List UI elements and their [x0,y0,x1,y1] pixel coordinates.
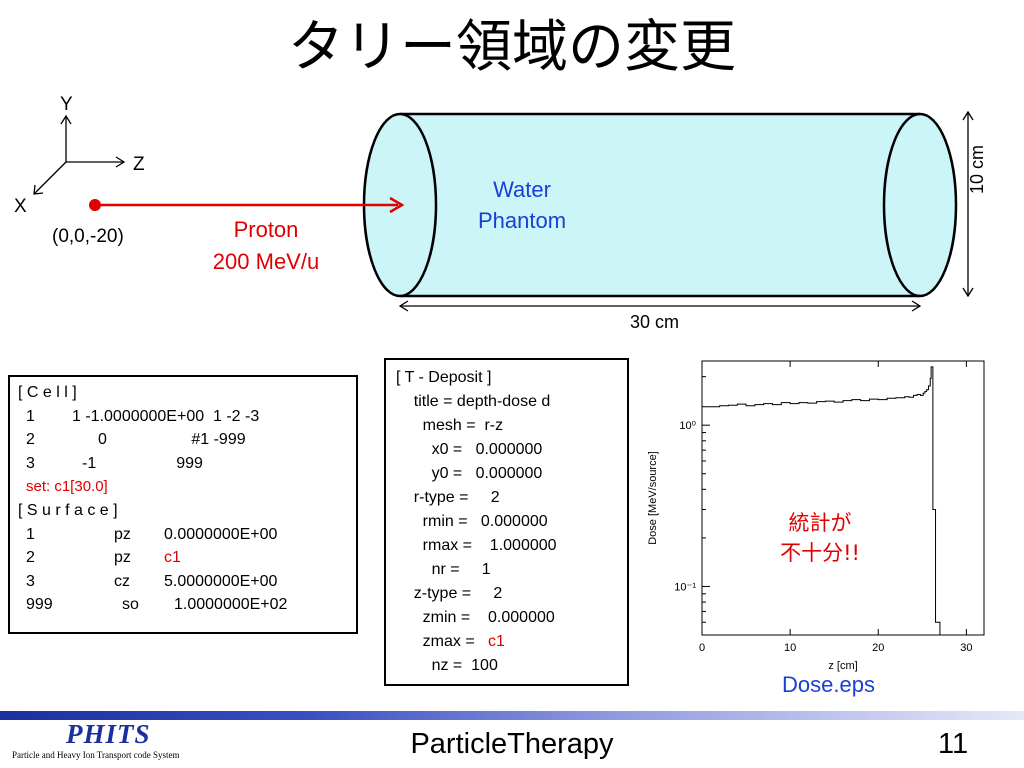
beam-particle: Proton [233,217,299,242]
cell-id: 2 [26,431,35,449]
axis-y-label: Y [60,94,73,115]
surface-type: so [122,596,139,614]
cell-def: 0 #1 -999 [98,431,246,449]
zmax-value: c1 [488,633,505,650]
plot-frame [701,360,985,636]
footer-center-text: ParticleTherapy [410,728,614,760]
x-tick-label: 0 [699,642,705,654]
slide-title: タリー領域の変更 [288,15,736,80]
diameter-dimension [962,110,974,298]
phits-logo: PHITS [66,719,151,749]
diameter-label: 10 cm [967,144,987,194]
surface-row: 2 pz c1 [18,546,356,570]
phantom-label: Water Phantom [462,174,582,236]
beam-energy: 200 MeV/u [212,249,320,274]
surface-value: 1.0000000E+02 [174,596,288,614]
zmax-prefix: zmax = [396,633,489,650]
deposit-line: z-type = 2 [396,585,503,602]
cell-id: 1 [26,407,35,425]
cell-row: 1 1 -1.0000000E+00 1 -2 -3 [18,405,356,429]
x-tick-label: 30 [960,642,972,654]
beam-label: Proton 200 MeV/u [196,214,336,278]
deposit-line: rmax = 1.000000 [396,537,557,554]
axis-z-label: Z [133,154,145,175]
phantom-label-line1: Water [493,177,551,202]
surface-value: c1 [164,549,181,567]
surface-value: 0.0000000E+00 [164,525,278,543]
statistics-annotation: 統計が 不十分!! [760,508,880,568]
cell-row: 2 0 #1 -999 [18,428,356,452]
deposit-line: mesh = r-z [396,417,504,434]
chart-xlabel: z [cm] [828,660,857,672]
surface-id: 2 [26,549,35,567]
page-number: 11 [938,728,969,760]
surface-type: pz [114,549,131,567]
source-position-label: (0,0,-20) [52,226,124,247]
dose-series-line [702,366,941,635]
deposit-line: title = depth-dose d [396,393,551,410]
surface-id: 1 [26,525,35,543]
annotation-line1: 統計が [788,511,852,535]
phits-logo-subtitle: Particle and Heavy Ion Transport code Sy… [12,750,180,760]
deposit-line: r-type = 2 [396,489,500,506]
cell-def: 1 -1.0000000E+00 1 -2 -3 [72,407,260,425]
deposit-line: zmin = 0.000000 [396,609,555,626]
deposit-line: [ T - Deposit ] [396,369,492,386]
proton-beam-arrow [89,196,405,214]
cell-surface-input-box: [ C e l l ] 1 1 -1.0000000E+00 1 -2 -3 2… [8,375,358,634]
tally-deposit-input-box: [ T - Deposit ] title = depth-dose d mes… [384,358,629,686]
length-dimension [398,300,922,312]
y-tick-label: 10⁻¹ [674,581,696,593]
surface-row: 999 so 1.0000000E+02 [18,593,356,617]
annotation-line2: 不十分!! [780,541,860,565]
x-tick-label: 20 [872,642,884,654]
y-tick-label: 10⁰ [679,420,696,432]
water-phantom-cylinder [362,112,958,298]
cell-def: -1 999 [82,454,203,472]
footer-bar [0,711,1024,720]
geometry-diagram [33,110,974,312]
surface-id: 3 [26,572,35,590]
deposit-line: x0 = 0.000000 [396,441,543,458]
surface-row: 3 cz 5.0000000E+00 [18,570,356,594]
axis-indicator [33,114,126,195]
set-parameter-line: set: c1[30.0] [26,478,108,496]
chart-ylabel: Dose [MeV/source] [647,451,659,545]
axis-x-label: X [14,196,27,217]
surface-type: pz [114,525,131,543]
deposit-zmax-line: zmax = c1 [396,630,627,654]
cell-id: 3 [26,454,35,472]
surface-value: 5.0000000E+00 [164,572,278,590]
dose-file-label: Dose.eps [782,672,875,697]
surface-row: 1 pz 0.0000000E+00 [18,523,356,547]
phantom-label-line2: Phantom [477,208,567,233]
x-tick-label: 10 [784,642,796,654]
deposit-line: rmin = 0.000000 [396,513,548,530]
dose-chart: 0 10 20 30 10⁰ 10⁻¹ z [cm] Dose [MeV/source] [647,360,985,672]
cell-row: 3 -1 999 [18,452,356,476]
surface-section-header: [ S u r f a c e ] [18,501,118,519]
surface-id: 999 [26,596,53,614]
deposit-line: nr = 1 [396,561,491,578]
deposit-line: y0 = 0.000000 [396,465,543,482]
surface-type: cz [114,572,130,590]
length-label: 30 cm [630,312,680,332]
deposit-line: nz = 100 [396,657,498,674]
cell-section-header: [ C e l l ] [18,384,77,401]
